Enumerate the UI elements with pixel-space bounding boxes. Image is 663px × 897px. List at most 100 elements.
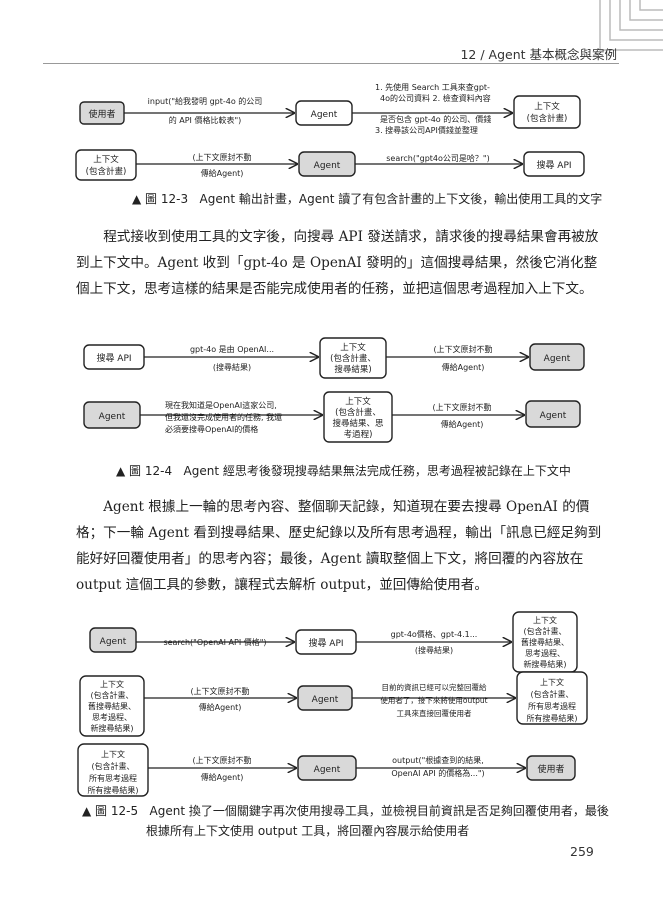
- context-label: 上下文: [534, 101, 560, 112]
- edge-label: (上下文原封不動: [433, 344, 492, 354]
- caption-text: Agent 經思考後發現搜尋結果無法完成任務，思考過程被記錄在上下文中: [183, 464, 571, 478]
- caption-number: ▲ 圖 12-3: [132, 192, 189, 206]
- edge-label: 3. 搜尋該公司API價錢並整理: [375, 125, 478, 135]
- context-label: 所有搜尋結果): [87, 785, 138, 795]
- edge-label: 傳給Agent): [442, 362, 485, 372]
- figure-12-4: 搜尋 API gpt-4o 是由 OpenAI... (搜尋結果) 上下文 (包…: [83, 337, 585, 443]
- context-label: (包含計畫、: [90, 690, 133, 700]
- context-label: (包含計畫、: [335, 407, 381, 418]
- context-label: (包含計畫): [86, 166, 127, 177]
- context-label: 新搜尋結果): [90, 723, 133, 733]
- context-label: 所有思考過程: [89, 773, 137, 783]
- figure-12-3: 使用者 input("給我發明 gpt-4o 的公司 的 API 價格比較表")…: [75, 82, 585, 181]
- edge-label: (上下文原封不動: [192, 152, 251, 162]
- context-label: 上下文: [93, 154, 119, 165]
- edge-label: 傳給Agent): [441, 419, 484, 429]
- edge-label: gpt-4o價格、gpt-4.1...: [391, 629, 478, 639]
- context-box: [323, 391, 393, 443]
- figure-caption-line2: 根據所有上下文使用 output 工具，將回覆內容展示給使用者: [146, 824, 470, 838]
- context-box: [516, 671, 588, 725]
- agent-label: Agent: [99, 412, 126, 422]
- edge-label: input("給我發明 gpt-4o 的公司: [148, 96, 263, 106]
- context-label: 上下文: [540, 677, 564, 687]
- agent-label: Agent: [314, 765, 341, 775]
- user-label: 使用者: [537, 763, 564, 775]
- caption-text: Agent 換了一個關鍵字再次使用搜尋工具，並檢視目前資訊是否足夠回覆使用者，最…: [149, 804, 609, 818]
- running-header: 12 / Agent 基本概念與案例: [460, 47, 617, 62]
- edge-label: 使用者了，接下來將使用output: [380, 695, 487, 705]
- context-label: (包含計畫、: [91, 761, 134, 771]
- edge-label: 的 API 價格比較表"): [169, 115, 242, 125]
- body-paragraph: Agent 根據上一輪的思考內容、整個聊天記錄，知道現在要去搜尋 OpenAI …: [76, 499, 602, 593]
- caption-text: Agent 輸出計畫，Agent 讀了有包含計畫的上下文後，輸出使用工具的文字: [199, 192, 603, 206]
- edge-label: 是否包含 gpt-4o 的公司、價錢: [380, 114, 491, 124]
- context-box: [513, 95, 581, 129]
- agent-box: [89, 627, 137, 653]
- context-label: 所有搜尋結果): [526, 713, 577, 723]
- caption-number: ▲ 圖 12-4: [116, 464, 173, 478]
- agent-label: Agent: [540, 411, 567, 421]
- edge-label: 但我還沒完成使用者的任務, 我還: [165, 412, 282, 422]
- edge-label: 4o的公司資料 2. 檢查資料內容: [380, 93, 491, 103]
- search-api-label: 搜尋 API: [96, 352, 131, 364]
- user-box: [526, 755, 576, 781]
- body-paragraph: 程式接收到使用工具的文字後，向搜尋 API 發送請求，請求後的搜尋結果會再被放到…: [76, 229, 599, 297]
- caption-number: ▲ 圖 12-5: [82, 804, 139, 818]
- context-label: 新搜尋結果): [523, 659, 566, 669]
- edge-label: 現在我知道是OpenAI這家公司,: [165, 400, 277, 410]
- context-label: (包含計畫、: [530, 689, 573, 699]
- edge-label: (搜尋結果): [213, 362, 251, 372]
- edge-label: 傳給Agent): [201, 168, 244, 178]
- edge-label: 1. 先使用 Search 工具來查gpt-: [375, 82, 490, 92]
- figure-caption: ▲ 圖 12-5 Agent 換了一個關鍵字再次使用搜尋工具，並檢視目前資訊是否…: [82, 802, 622, 820]
- edge-label: gpt-4o 是由 OpenAI...: [190, 344, 274, 354]
- page-number: 259: [570, 844, 594, 859]
- figure-caption: ▲ 圖 12-3 Agent 輸出計畫，Agent 讀了有包含計畫的上下文後，輸…: [132, 190, 602, 208]
- context-label: 搜尋結果): [334, 364, 371, 375]
- edge-label: (上下文原封不動: [192, 755, 251, 765]
- edge-label: (上下文原封不動: [190, 686, 249, 696]
- agent-box: [525, 400, 581, 428]
- figure-12-5: Agent search("OpenAI API 價格") 搜尋 API gpt…: [77, 611, 588, 797]
- context-label: 上下文: [100, 679, 124, 689]
- edge-label: 目前的資訊已經可以完整回覆給: [382, 682, 487, 692]
- figure-caption: ▲ 圖 12-4 Agent 經思考後發現搜尋結果無法完成任務，思考過程被記錄在…: [116, 462, 571, 480]
- agent-box: [529, 343, 585, 371]
- context-label: 思考過程、: [92, 712, 132, 722]
- edge-label: OpenAI API 的價格為..."): [391, 768, 484, 778]
- context-label: 考過程): [344, 429, 373, 440]
- context-label: 舊搜尋結果、: [88, 701, 136, 711]
- agent-label: Agent: [312, 695, 339, 705]
- context-label: 上下文: [345, 396, 371, 407]
- search-api-box: [523, 151, 585, 177]
- edge-label: 必須要搜尋OpenAI的價格: [165, 424, 258, 434]
- context-label: 思考過程、: [525, 648, 565, 658]
- context-box: [77, 743, 149, 797]
- edge-label: 傳給Agent): [199, 702, 242, 712]
- edge-label: search("OpenAI API 價格"): [163, 637, 266, 647]
- context-label: (包含計畫、: [330, 353, 376, 364]
- edge-label: (搜尋結果): [415, 645, 453, 655]
- context-label: (包含計畫、: [523, 626, 566, 636]
- user-label: 使用者: [88, 108, 115, 120]
- edge-label: search("gpt4o公司是哈？"): [386, 153, 489, 163]
- context-box: [79, 675, 145, 737]
- context-box: [75, 149, 137, 181]
- agent-label: Agent: [311, 110, 338, 120]
- context-label: 舊搜尋結果、: [521, 637, 569, 647]
- agent-label: Agent: [314, 161, 341, 171]
- context-label: 上下文: [533, 615, 557, 625]
- context-label: 搜尋結果、思: [332, 418, 384, 429]
- agent-label: Agent: [544, 354, 571, 364]
- search-api-label: 搜尋 API: [308, 637, 343, 649]
- header-rule: [43, 63, 619, 64]
- edge-label: 工具來直接回覆使用者: [397, 708, 472, 718]
- edge-label: 傳給Agent): [201, 772, 244, 782]
- context-box: [319, 337, 387, 379]
- agent-label: Agent: [100, 637, 127, 647]
- search-api-label: 搜尋 API: [536, 159, 571, 171]
- context-label: 上下文: [340, 342, 366, 353]
- corner-decoration: [599, 0, 663, 51]
- context-label: 所有思考過程: [528, 701, 576, 711]
- context-label: (包含計畫): [527, 113, 568, 124]
